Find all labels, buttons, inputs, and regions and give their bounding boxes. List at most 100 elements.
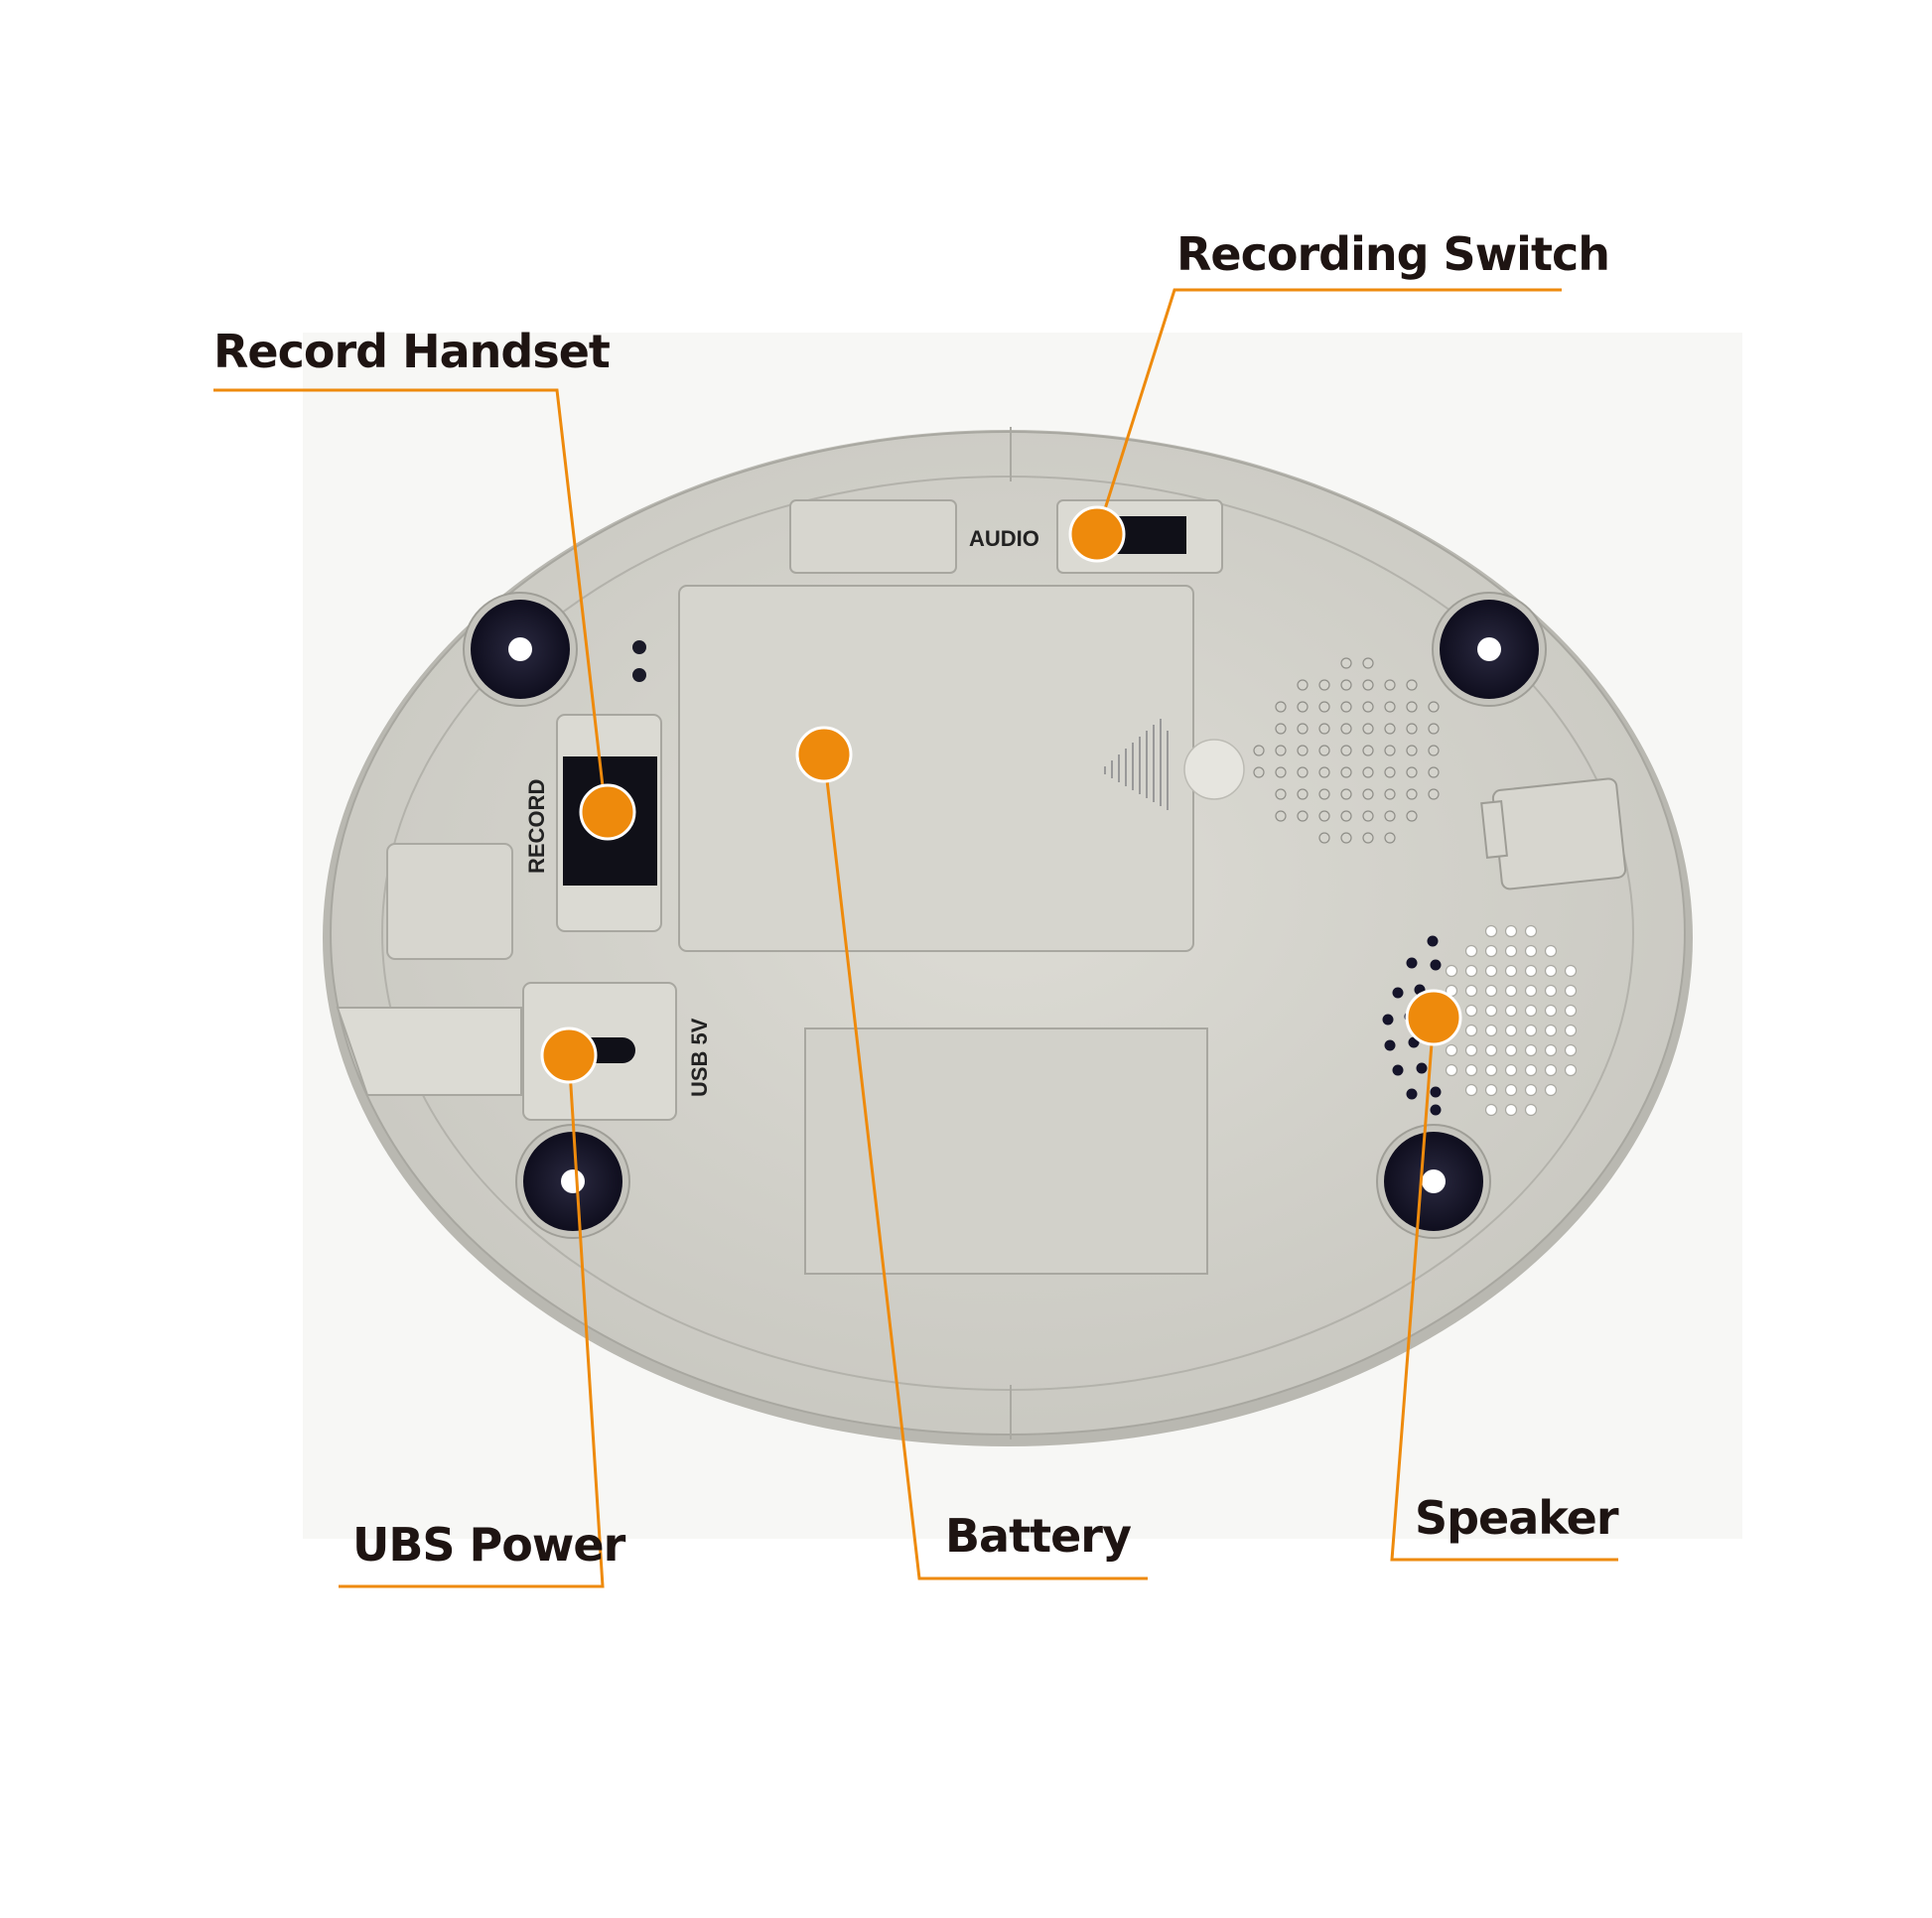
speaker-hole xyxy=(1406,701,1418,713)
speaker-hole xyxy=(1484,984,1498,998)
speaker-hole xyxy=(1340,766,1352,778)
speaker-hole xyxy=(1464,984,1478,998)
leader-line-speaker xyxy=(1390,1017,1618,1562)
speaker-hole xyxy=(1384,788,1396,800)
speaker-hole xyxy=(1362,832,1374,844)
top-plate xyxy=(789,499,957,574)
rubber-foot-bottom-left xyxy=(515,1124,630,1239)
speaker-hole xyxy=(1362,657,1374,669)
rubber-foot-bottom-right xyxy=(1376,1124,1491,1239)
speaker-hole xyxy=(1504,944,1518,958)
speaker-hole xyxy=(1428,723,1440,735)
speaker-hole xyxy=(1406,679,1418,691)
speaker-hole xyxy=(1416,1062,1428,1074)
speaker-hole xyxy=(1544,1043,1558,1057)
speaker-hole xyxy=(1253,766,1265,778)
speaker-hole xyxy=(1504,1043,1518,1057)
speaker-hole xyxy=(1362,766,1374,778)
speaker-hole xyxy=(1362,745,1374,756)
speaker-hole xyxy=(1253,745,1265,756)
speaker-hole xyxy=(1504,1004,1518,1018)
speaker-hole xyxy=(1564,1004,1578,1018)
speaker-hole xyxy=(1406,1088,1418,1100)
speaker-hole xyxy=(1406,723,1418,735)
speaker-hole xyxy=(1430,1086,1442,1098)
speaker-hole xyxy=(1464,1043,1478,1057)
speaker-hole xyxy=(1564,1024,1578,1037)
speaker-hole xyxy=(1504,984,1518,998)
speaker-hole xyxy=(1340,832,1352,844)
speaker-hole xyxy=(1504,1024,1518,1037)
speaker-hole xyxy=(1484,1043,1498,1057)
leader-line-recording-switch xyxy=(1095,288,1562,535)
speaker-hole xyxy=(1524,924,1538,938)
speaker-hole xyxy=(1340,810,1352,822)
leader-line-battery xyxy=(822,754,1148,1580)
speaker-hole xyxy=(1318,745,1330,756)
speaker-hole xyxy=(1362,788,1374,800)
battery-cover-grip xyxy=(1104,719,1169,810)
speaker-hole xyxy=(1384,810,1396,822)
speaker-hole xyxy=(1392,1064,1404,1076)
callout-dot-recording-switch xyxy=(1068,505,1126,563)
speaker-hole xyxy=(1464,1083,1478,1097)
speaker-hole xyxy=(1484,964,1498,978)
speaker-hole xyxy=(1318,766,1330,778)
rubber-foot-top-left xyxy=(463,592,578,707)
record-label: RECORD xyxy=(524,779,549,874)
speaker-hole xyxy=(1544,1083,1558,1097)
speaker-hole xyxy=(1524,1043,1538,1057)
audio-label: AUDIO xyxy=(969,526,1039,551)
cable-channel xyxy=(336,1007,522,1096)
leader-line-record-handset xyxy=(213,388,608,813)
speaker-hole xyxy=(1428,701,1440,713)
speaker-hole xyxy=(1430,959,1442,971)
record-indicator-dots xyxy=(632,640,646,682)
speaker-hole xyxy=(1464,1004,1478,1018)
callout-usb-power: UBS Power xyxy=(352,1518,626,1572)
speaker-hole xyxy=(1524,1024,1538,1037)
speaker-hole xyxy=(1484,1103,1498,1117)
speaker-hole xyxy=(1362,679,1374,691)
speaker-grille-lower xyxy=(1445,924,1578,1117)
leader-line-usb-power xyxy=(339,1054,605,1588)
speaker-hole xyxy=(1428,766,1440,778)
speaker-hole xyxy=(1445,1043,1458,1057)
callout-dot-battery xyxy=(795,726,853,783)
speaker-grille-upper xyxy=(1253,657,1440,844)
speaker-hole xyxy=(1297,745,1309,756)
speaker-hole xyxy=(1427,935,1439,947)
speaker-hole xyxy=(1384,723,1396,735)
speaker-hole xyxy=(1297,766,1309,778)
speaker-hole xyxy=(1524,1103,1538,1117)
speaker-hole xyxy=(1392,987,1404,999)
speaker-hole xyxy=(1297,723,1309,735)
usb-port[interactable] xyxy=(522,982,677,1121)
speaker-hole xyxy=(1362,810,1374,822)
speaker-hole xyxy=(1340,788,1352,800)
speaker-hole xyxy=(1428,788,1440,800)
speaker-hole xyxy=(1318,832,1330,844)
speaker-hole xyxy=(1524,1004,1538,1018)
speaker-hole xyxy=(1406,788,1418,800)
speaker-hole xyxy=(1275,766,1287,778)
speaker-hole xyxy=(1384,766,1396,778)
callout-record-handset: Record Handset xyxy=(213,325,610,378)
speaker-hole xyxy=(1340,679,1352,691)
speaker-hole xyxy=(1384,679,1396,691)
speaker-hole xyxy=(1544,1063,1558,1077)
speaker-hole xyxy=(1318,723,1330,735)
speaker-hole xyxy=(1297,810,1309,822)
battery-cover xyxy=(678,585,1245,952)
speaker-hole xyxy=(1430,1104,1442,1116)
speaker-hole xyxy=(1484,924,1498,938)
speaker-hole xyxy=(1544,1024,1558,1037)
speaker-hole xyxy=(1406,957,1418,969)
speaker-hole xyxy=(1362,723,1374,735)
speaker-hole xyxy=(1297,788,1309,800)
speaker-hole xyxy=(1340,657,1352,669)
speaker-hole xyxy=(1297,701,1309,713)
callout-recording-switch: Recording Switch xyxy=(1176,227,1609,281)
